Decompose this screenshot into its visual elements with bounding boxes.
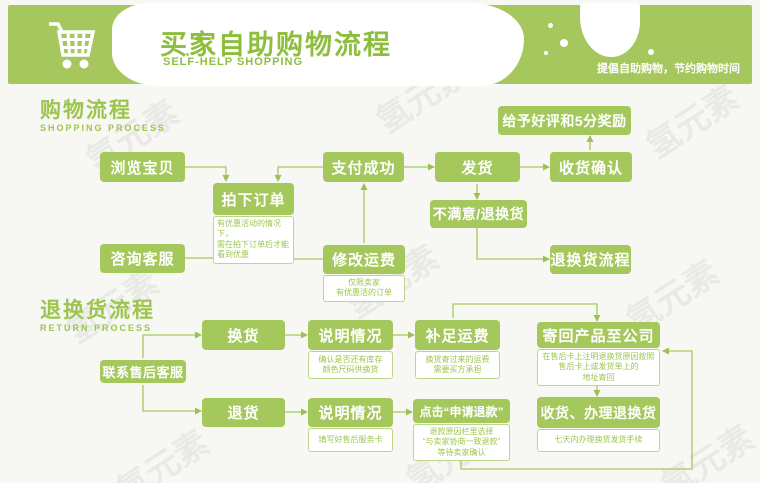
node-label: 不满意/退换货 — [432, 206, 525, 222]
flow-node-explain-return: 说明情况 填写好售后服务卡 — [308, 398, 393, 452]
heading-en: RETURN PROCESS — [40, 323, 153, 333]
flow-node-return-goods: 退货 — [202, 398, 285, 427]
flow-node-make-up-fee: 补足运费 换货寄过来的运费 需要买方承担 — [415, 320, 500, 379]
node-label: 修改运费 — [331, 252, 396, 269]
node-label: 给予好评和5分奖励 — [502, 112, 627, 129]
splatter-dot — [548, 23, 553, 28]
node-note: 有优惠活动的情况下， 需在拍下订单后才能 看到优惠 — [213, 216, 294, 264]
node-label: 退换货流程 — [550, 252, 631, 269]
watermark: 氢元素 — [109, 423, 217, 483]
node-label: 说明情况 — [318, 405, 383, 422]
node-label: 补足运费 — [425, 327, 490, 345]
shopping-section-heading: 购物流程 SHOPPING PROCESS — [40, 100, 166, 133]
node-label: 说明情况 — [318, 327, 383, 345]
node-label: 收货确认 — [558, 159, 623, 177]
node-label: 换货 — [227, 327, 260, 345]
node-label: 拍下订单 — [221, 191, 286, 209]
node-label: 咨询客服 — [110, 251, 175, 268]
page-subtitle: SELF-HELP SHOPPING — [163, 56, 304, 68]
splatter-dot — [196, 35, 203, 42]
flow-node-receive-and-process: 收货、办理退换货 七天内办理换货发货手续 — [537, 397, 660, 452]
flow-node-place-order: 拍下订单 有优惠活动的情况下， 需在拍下订单后才能 看到优惠 — [213, 183, 294, 264]
flow-node-send-back-to-company: 寄回产品至公司 在售后卡上注明退换货原因按照 售后卡上或发货单上的 地址寄回 — [537, 322, 660, 387]
heading-cn: 购物流程 — [40, 99, 132, 122]
node-label: 支付成功 — [331, 159, 396, 177]
node-note: 确认是否还有库存 颜色尺码供换货 — [308, 351, 393, 379]
header-tagline: 提倡自助购物，节约购物时间 — [597, 63, 740, 75]
flow-node-contact-aftersales: 联系售后客服 — [100, 360, 186, 383]
page-title: 买家自助购物流程 — [160, 30, 392, 60]
flow-node-click-apply-refund: 点击“申请退款” 退款原因栏里选择 “与卖家协商一致退款” 等待卖家确认 — [413, 399, 510, 462]
watermark: 氢元素 — [654, 418, 760, 483]
node-label: 浏览宝贝 — [110, 159, 175, 177]
node-note: 七天内办理换货发货手续 — [537, 429, 660, 452]
heading-en: SHOPPING PROCESS — [40, 123, 167, 133]
node-note: 填写好售后服务卡 — [308, 428, 393, 452]
node-note: 仅限卖家 有优惠活的订单 — [323, 275, 405, 302]
flow-node-consult-service: 咨询客服 — [100, 244, 185, 273]
flow-node-unsatisfied: 不满意/退换货 — [430, 200, 527, 228]
flow-node-return-process-link: 退换货流程 — [550, 245, 631, 274]
node-label: 退货 — [227, 405, 260, 422]
splatter-dot — [560, 39, 568, 47]
header-splash — [112, 3, 524, 86]
node-note: 退款原因栏里选择 “与卖家协商一致退款” 等待卖家确认 — [413, 424, 510, 462]
node-label: 联系售后客服 — [102, 365, 184, 380]
node-note: 在售后卡上注明退换货原因按照 售后卡上或发货单上的 地址寄回 — [537, 349, 660, 387]
flow-node-modify-shipping-fee: 修改运费 仅限卖家 有优惠活的订单 — [323, 245, 405, 302]
watermark: 氢元素 — [639, 78, 747, 167]
splatter-dot — [186, 53, 189, 56]
flow-node-exchange: 换货 — [202, 320, 285, 350]
node-label: 寄回产品至公司 — [542, 327, 655, 345]
flow-node-good-review: 给予好评和5分奖励 — [498, 106, 631, 135]
return-section-heading: 退换货流程 RETURN PROCESS — [40, 300, 155, 333]
node-label: 点击“申请退款” — [419, 404, 504, 419]
flow-node-browse: 浏览宝贝 — [100, 152, 185, 182]
header-drip — [580, 3, 640, 57]
node-label: 发货 — [461, 159, 494, 177]
flow-node-confirm-receipt: 收货确认 — [550, 152, 632, 182]
splatter-dot — [648, 49, 654, 55]
node-label: 收货、办理退换货 — [540, 404, 657, 421]
flow-node-pay-success: 支付成功 — [323, 152, 404, 182]
flow-node-ship: 发货 — [435, 152, 520, 182]
splatter-dot — [544, 51, 548, 55]
flow-node-explain-exchange: 说明情况 确认是否还有库存 颜色尺码供换货 — [308, 320, 393, 379]
header-banner: 买家自助购物流程 SELF-HELP SHOPPING 提倡自助购物，节约购物时… — [8, 3, 752, 86]
splatter-dot — [208, 47, 212, 51]
node-note: 换货寄过来的运费 需要买方承担 — [415, 351, 500, 379]
heading-cn: 退换货流程 — [40, 299, 155, 322]
shopping-cart-icon — [49, 22, 96, 69]
